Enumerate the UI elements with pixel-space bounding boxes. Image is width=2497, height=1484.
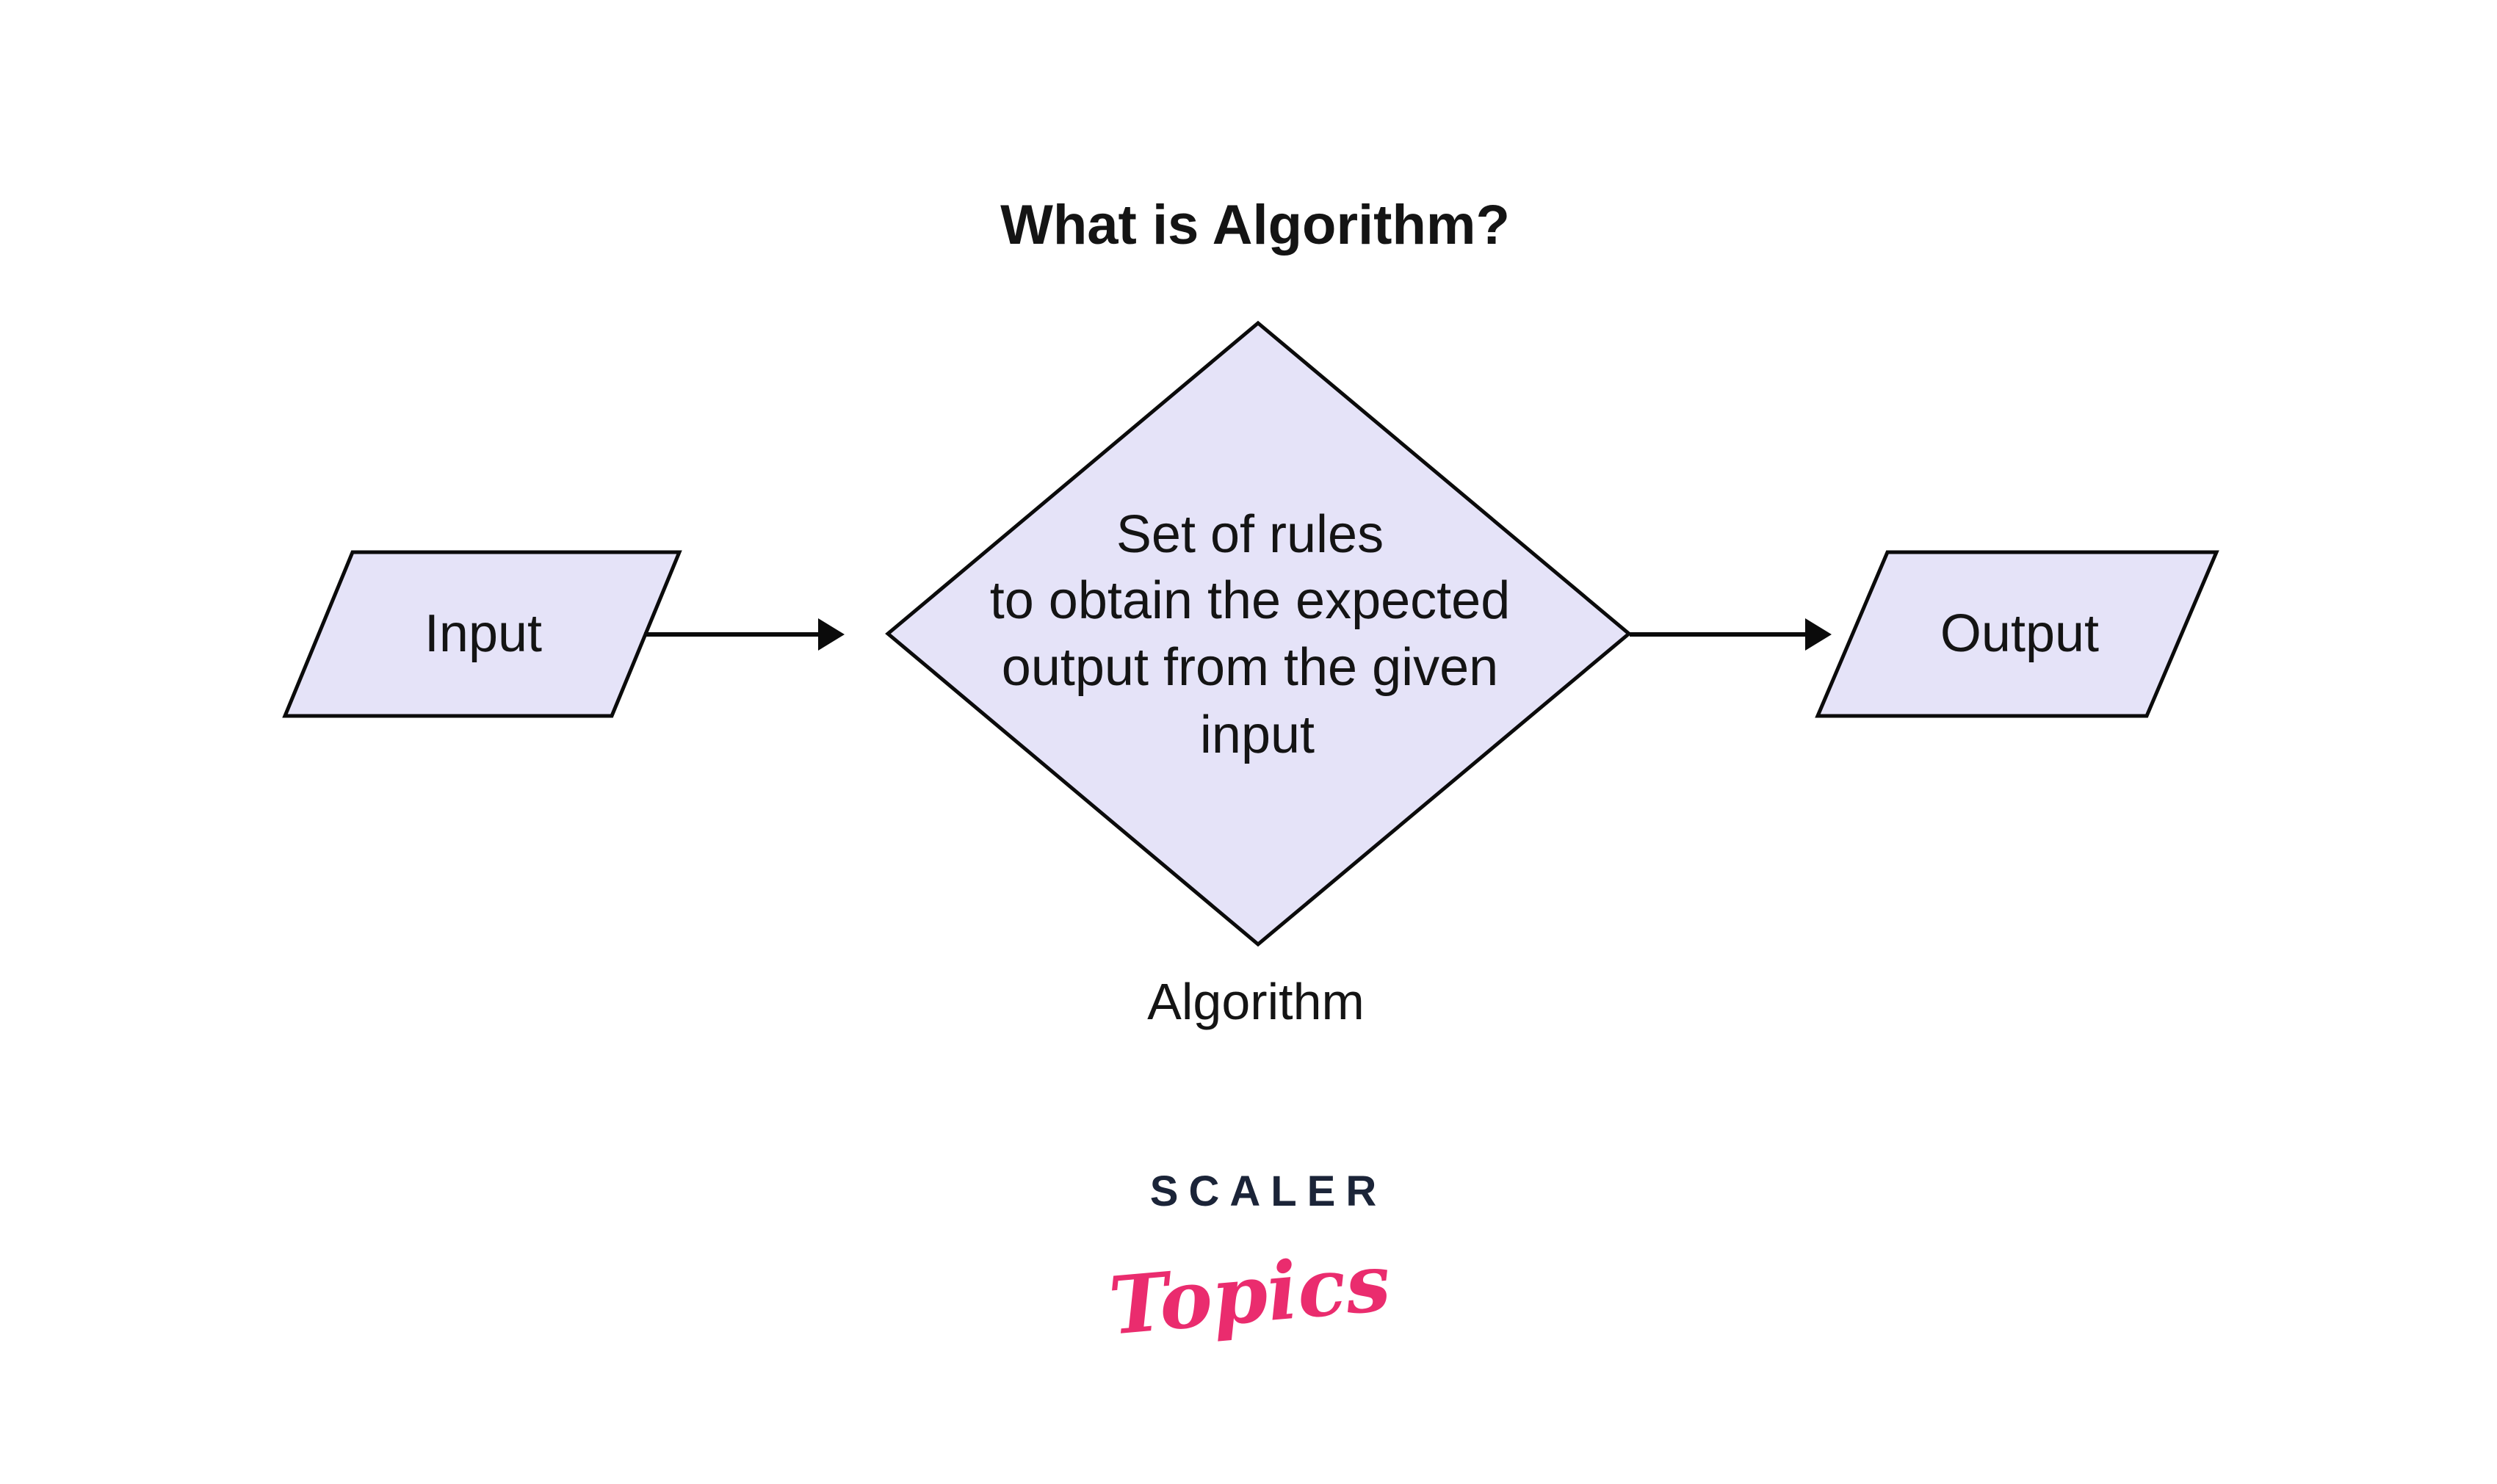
process-line-2: to obtain the expected: [990, 571, 1511, 630]
input-label: Input: [424, 604, 542, 663]
arrowhead-icon: [1805, 618, 1832, 651]
output-label: Output: [1940, 604, 2099, 663]
decision-diamond: [885, 320, 1632, 947]
output-parallelogram: [1815, 550, 2219, 718]
arrow-process-to-output: [1630, 618, 1832, 651]
input-node: Input: [282, 550, 682, 718]
input-parallelogram: [282, 550, 682, 718]
logo-topics-script: Topics: [1105, 1237, 1394, 1353]
process-caption: Algorithm: [1147, 973, 1365, 1030]
arrow-input-to-process: [644, 618, 845, 651]
process-node: Set of rules to obtain the expected outp…: [885, 320, 1632, 947]
scaler-topics-logo: SCALER Topics: [1105, 1168, 1394, 1353]
logo-scaler-wordmark: SCALER: [1150, 1168, 1387, 1215]
process-description: Set of rules to obtain the expected outp…: [990, 505, 1525, 764]
arrowhead-icon: [818, 618, 845, 651]
page-title: What is Algorithm?: [1000, 194, 1510, 256]
process-line-4: input: [1200, 706, 1315, 764]
process-line-1: Set of rules: [1116, 505, 1384, 564]
process-line-3: output from the given: [1002, 638, 1498, 697]
output-node: Output: [1815, 550, 2219, 718]
